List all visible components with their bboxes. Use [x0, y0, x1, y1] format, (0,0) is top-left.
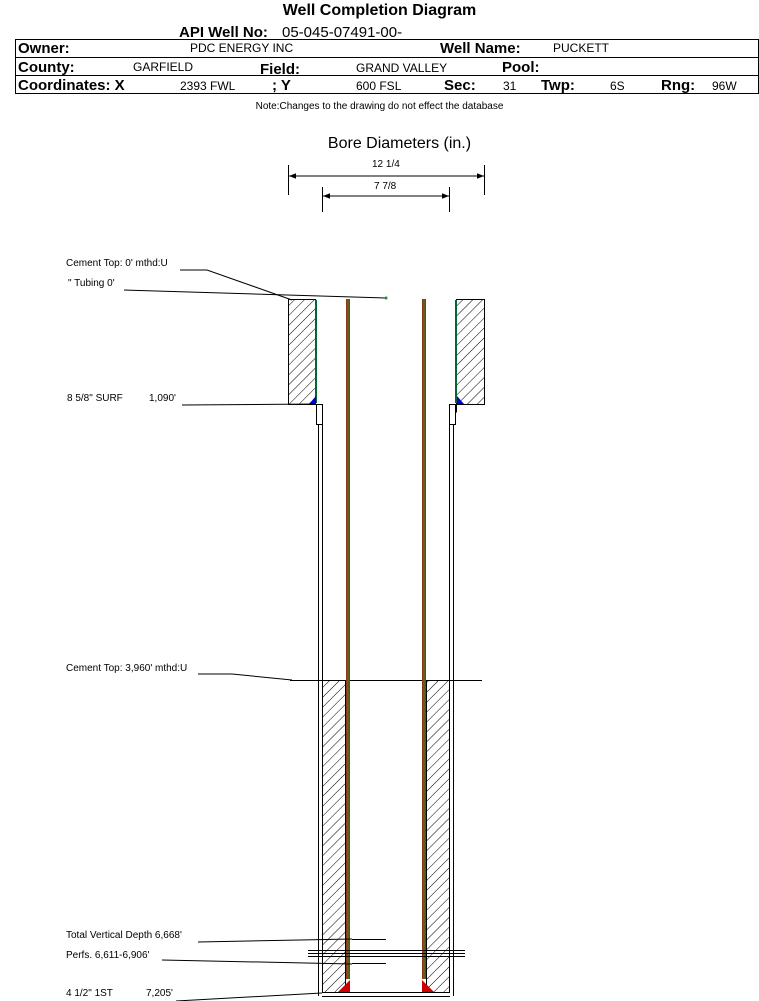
county-label: County: [18, 59, 75, 76]
county-value: GARFIELD [133, 60, 194, 74]
casing-collar-marks [316, 404, 456, 425]
production-casing-depth: 7,205' [146, 988, 173, 999]
coordinates-y-label: ; Y [272, 77, 291, 94]
production-cement [322, 680, 450, 993]
coordinates-x-value: 2393 FWL [180, 79, 236, 93]
well-name-label: Well Name: [440, 40, 521, 57]
field-label: Field: [260, 61, 300, 78]
field-value: GRAND VALLEY [356, 61, 448, 75]
perforation-lines [308, 950, 465, 957]
owner-label: Owner: [18, 40, 70, 57]
diagram-title: Well Completion Diagram [282, 2, 477, 19]
bore-inner-diameter-label: 7 7/8 [374, 181, 397, 192]
bore-outer-dimension [288, 165, 485, 195]
range-value: 96W [712, 79, 737, 93]
section-label: Sec: [444, 77, 476, 94]
range-label: Rng: [661, 77, 696, 94]
bore-inner-dimension [322, 187, 450, 212]
label-leader-lines [123, 269, 387, 1001]
tubing-shoe [338, 980, 434, 992]
perforations-label: Perfs. 6,611-6,906' [66, 950, 150, 961]
coordinates-x-label: Coordinates: X [18, 77, 125, 94]
production-casing-label: 4 1/2" 1ST [66, 988, 113, 999]
township-value: 6S [610, 79, 625, 93]
surface-casing-seal [309, 396, 464, 404]
section-value: 31 [503, 79, 517, 93]
cement-top-production-label: Cement Top: 3,960' mthd:U [66, 663, 188, 674]
cement-top-surface-label: Cement Top: 0' mthd:U [66, 258, 168, 269]
bore-diameters-title: Bore Diameters (in.) [327, 135, 472, 152]
bore-outer-diameter-label: 12 1/4 [372, 159, 400, 170]
coordinates-y-value: 600 FSL [356, 79, 402, 93]
township-label: Twp: [541, 77, 575, 94]
owner-value: PDC ENERGY INC [190, 41, 294, 55]
surface-casing-label: 8 5/8" SURF [67, 393, 123, 404]
tubing-string [346, 299, 426, 979]
tubing-label: " Tubing 0' [68, 278, 115, 289]
header-table-grid [15, 39, 759, 94]
surface-casing-liner [315, 300, 457, 403]
api-well-label: API Well No: [179, 24, 268, 41]
total-vertical-depth-label: Total Vertical Depth 6,668' [66, 930, 182, 941]
pool-label: Pool: [502, 59, 540, 76]
surface-cement [288, 299, 485, 405]
well-name-value: PUCKETT [553, 41, 610, 55]
database-note: Note:Changes to the drawing do not effec… [255, 101, 504, 112]
surface-casing-depth: 1,090' [149, 393, 176, 404]
api-well-value: 05-045-07491-00- [282, 24, 403, 41]
